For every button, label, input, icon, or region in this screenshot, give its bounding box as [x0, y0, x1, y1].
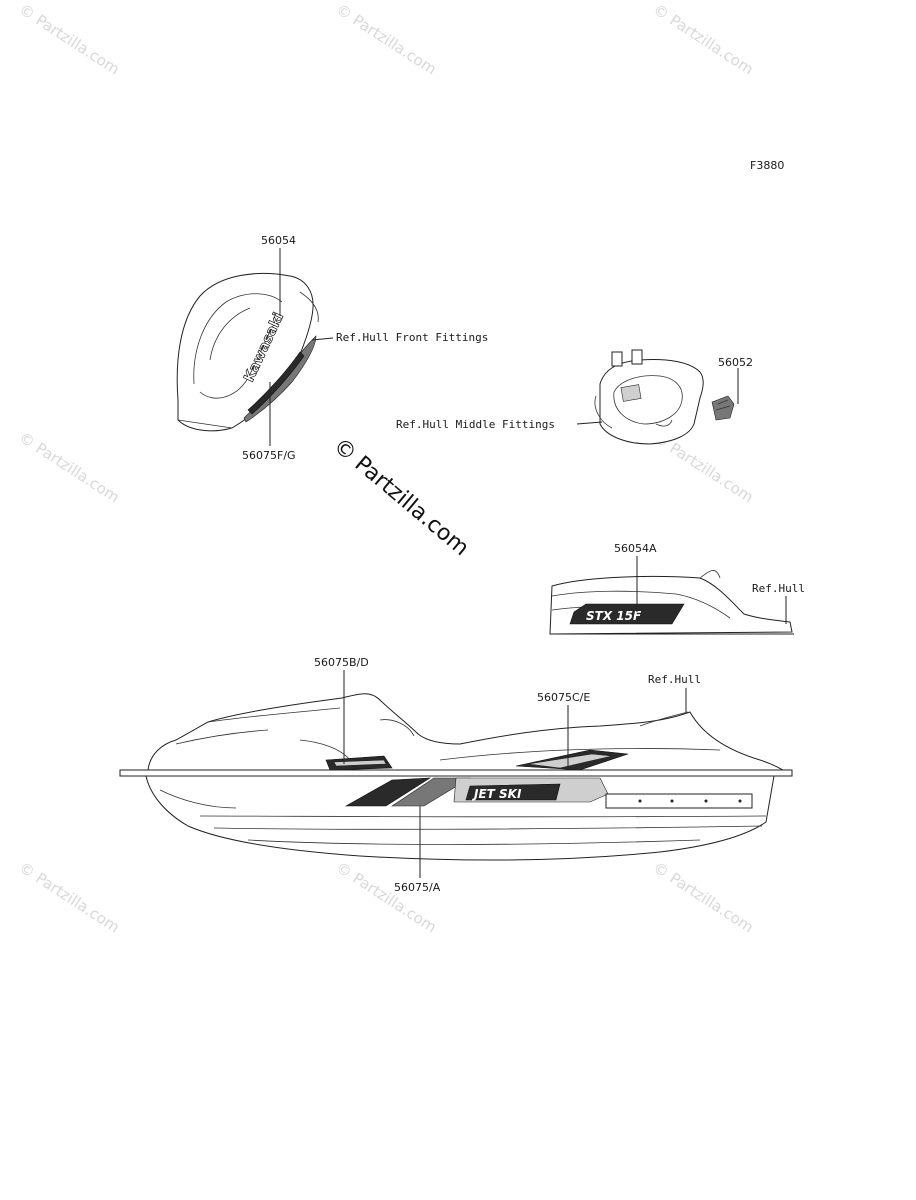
callout-labels: 56054 Ref.Hull Front Fittings 56075F/G 5…	[242, 234, 805, 894]
watermark: © Partzilla.com	[16, 428, 123, 506]
leader-lines	[269, 248, 787, 878]
callout-56054: 56054	[261, 234, 296, 247]
center-watermark: © Partzilla.com	[328, 433, 473, 561]
callout-56054a: 56054A	[614, 542, 657, 555]
callout-56052: 56052	[718, 356, 753, 369]
hull-side-illustration: JET SKI	[119, 693, 793, 861]
side-brand-decal: JET SKI	[472, 787, 522, 801]
callout-hull-front-fittings: Ref.Hull Front Fittings	[336, 331, 488, 344]
callout-ref-hull-bow: Ref.Hull	[648, 673, 701, 686]
rear-model-decal: STX 15F	[586, 609, 642, 623]
watermark: © Partzilla.com	[333, 858, 440, 936]
watermark: © Partzilla.com	[16, 0, 123, 78]
callout-ref-hull-rear: Ref.Hull	[752, 582, 805, 595]
figure-code: F3880	[750, 159, 784, 172]
watermark: © Partzilla.com	[333, 0, 440, 78]
callout-hull-middle-fittings: Ref.Hull Middle Fittings	[396, 418, 555, 431]
front-hood-illustration: Kawasaki	[176, 272, 319, 432]
watermark: © Partzilla.com	[650, 858, 757, 936]
center-watermark-text: Partzilla.com	[350, 451, 474, 561]
callout-56075ce: 56075C/E	[537, 691, 590, 704]
callout-56075fg: 56075F/G	[242, 449, 296, 462]
middle-fittings-illustration	[594, 349, 735, 445]
watermark: © Partzilla.com	[650, 0, 757, 78]
callout-56075bd: 56075B/D	[314, 656, 369, 669]
rear-decal-illustration: STX 15F	[549, 570, 794, 635]
callout-56075a: 56075/A	[394, 881, 441, 894]
watermark: © Partzilla.com	[16, 858, 123, 936]
